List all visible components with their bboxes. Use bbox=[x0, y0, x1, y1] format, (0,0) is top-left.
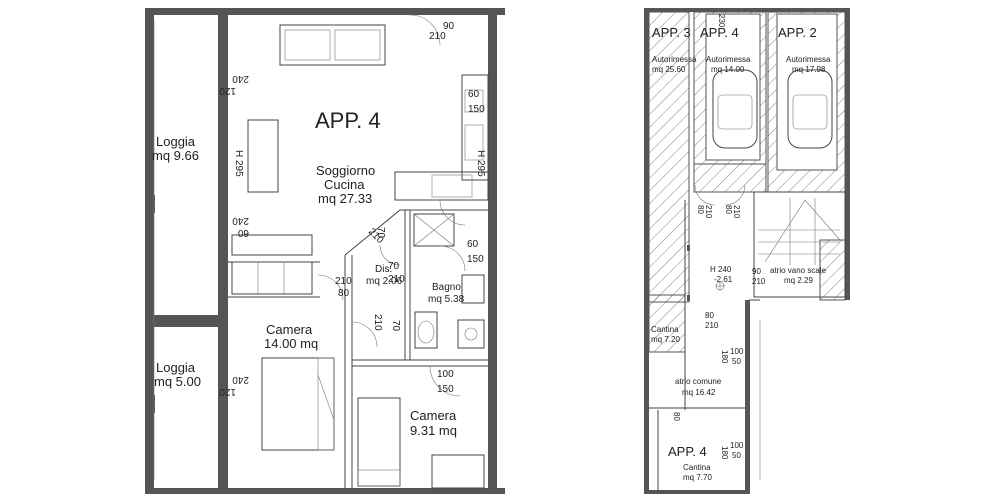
room-camera1-area: 14.00 mq bbox=[264, 336, 318, 351]
wall-loggia-divider bbox=[145, 315, 228, 327]
loggia-post bbox=[147, 195, 155, 213]
door-label: 80 bbox=[705, 311, 714, 320]
loggia-post-2 bbox=[147, 395, 155, 413]
wall-right bbox=[488, 8, 497, 492]
stair-area: mq 2.29 bbox=[784, 276, 813, 285]
cantina-bottom-name: Cantina bbox=[683, 463, 711, 472]
garage-app3-name: Autorimessa bbox=[652, 55, 697, 64]
garage-app3-area: mq 25.60 bbox=[652, 65, 686, 74]
garage-app2-name: Autorimessa bbox=[786, 55, 831, 64]
room-dis-area: mq 2.06 bbox=[366, 276, 403, 287]
atrio-name: atrio comune bbox=[675, 377, 722, 386]
garage-app4-name: Autorimessa bbox=[706, 55, 751, 64]
door-label: 150 bbox=[467, 254, 484, 265]
left-plan bbox=[145, 8, 505, 494]
door-label: 70 bbox=[390, 320, 401, 332]
room-loggia2-name: Loggia bbox=[156, 360, 196, 375]
room-soggiorno-name2: Cucina bbox=[324, 177, 365, 192]
garage-app4-title: APP. 4 bbox=[700, 25, 739, 40]
cantina-left-name: Cantina bbox=[651, 325, 679, 334]
door-label: 80 bbox=[696, 205, 705, 214]
garage-app4-area: mq 14.00 bbox=[711, 65, 745, 74]
room-camera1-name: Camera bbox=[266, 322, 313, 337]
right-wall-left bbox=[644, 8, 649, 492]
door-label: 210 bbox=[705, 321, 719, 330]
right-strip bbox=[819, 239, 846, 301]
door-label: 100 bbox=[730, 441, 744, 450]
door-label: 50 bbox=[732, 451, 741, 460]
right-wall-bottom bbox=[644, 490, 750, 494]
cantina-bottom-title: APP. 4 bbox=[668, 444, 707, 459]
garage-app2-title: APP. 2 bbox=[778, 25, 817, 40]
door-label: 210 bbox=[704, 205, 713, 219]
door-label: 180 bbox=[720, 446, 729, 460]
right-wall-top bbox=[644, 8, 850, 12]
door-label: 100 bbox=[730, 347, 744, 356]
door-label: 150 bbox=[437, 384, 454, 395]
room-soggiorno-name1: Soggiorno bbox=[316, 163, 375, 178]
door-label: 80 bbox=[724, 205, 733, 214]
door-label: 120 bbox=[219, 85, 236, 96]
door-label: 150 bbox=[468, 104, 485, 115]
door-label: 70 bbox=[388, 261, 400, 272]
door-label: 60 bbox=[467, 239, 479, 250]
door-labels-right: 230 80 210 80 210 90 210 80 210 100 50 1… bbox=[672, 14, 766, 460]
door-label: 70 bbox=[375, 227, 386, 239]
door-label: 210 bbox=[335, 276, 352, 287]
door-label: 210 bbox=[429, 31, 446, 42]
door-label: 240 bbox=[232, 374, 249, 385]
wall-bottom bbox=[145, 488, 505, 494]
stair-level: -2.61 bbox=[714, 275, 733, 284]
door-label: 240 bbox=[232, 73, 249, 84]
door-label: 80 bbox=[672, 412, 681, 421]
wall-left-loggia bbox=[145, 8, 154, 492]
garage-bottom-strip bbox=[693, 163, 767, 193]
right-plan bbox=[644, 8, 850, 494]
garage-app3 bbox=[648, 11, 690, 303]
door-label: 210 bbox=[732, 205, 741, 219]
room-bagno-area: mq 5.38 bbox=[428, 294, 465, 305]
cantina-left bbox=[648, 294, 686, 353]
app-title: APP. 4 bbox=[315, 108, 381, 133]
room-loggia2-area: mq 5.00 bbox=[154, 374, 201, 389]
garage-app2-area: mq 17.98 bbox=[792, 65, 826, 74]
door-label: 230 bbox=[717, 14, 726, 28]
door-label: 60 bbox=[468, 89, 480, 100]
room-camera2-name: Camera bbox=[410, 408, 457, 423]
door-label: 60 bbox=[237, 227, 249, 238]
height-label: H 295 bbox=[233, 150, 244, 177]
stair-name: atrio vano scale bbox=[770, 266, 827, 275]
height-label: H 295 bbox=[475, 150, 486, 177]
cantina-left-area: mq 7.20 bbox=[651, 335, 680, 344]
atrio-area: mq 16.42 bbox=[682, 388, 716, 397]
door-label: 210 bbox=[388, 274, 405, 285]
door-label: 90 bbox=[443, 21, 455, 32]
garage-app3-title: APP. 3 bbox=[652, 25, 691, 40]
door-label: 50 bbox=[732, 357, 741, 366]
stair-height: H 240 bbox=[710, 265, 732, 274]
door-label: 120 bbox=[219, 386, 236, 397]
door-label: 100 bbox=[437, 369, 454, 380]
right-wall-right bbox=[845, 8, 850, 300]
door-label: 210 bbox=[752, 277, 766, 286]
door-label: 90 bbox=[752, 267, 761, 276]
room-dis-name: Dis. bbox=[375, 264, 392, 275]
right-wall-mid bbox=[745, 300, 750, 492]
door-label: 210 bbox=[372, 314, 383, 331]
room-loggia1-area: mq 9.66 bbox=[152, 148, 199, 163]
cantina-bottom-area: mq 7.70 bbox=[683, 473, 712, 482]
room-camera2-area: 9.31 mq bbox=[410, 423, 457, 438]
door-label: 240 bbox=[232, 215, 249, 226]
door-label: 80 bbox=[338, 288, 350, 299]
room-soggiorno-area: mq 27.33 bbox=[318, 191, 372, 206]
door-label: 180 bbox=[720, 350, 729, 364]
room-bagno-name: Bagno bbox=[432, 282, 461, 293]
room-loggia1-name: Loggia bbox=[156, 134, 196, 149]
wall-main-left bbox=[218, 8, 228, 492]
wall-top bbox=[145, 8, 505, 15]
